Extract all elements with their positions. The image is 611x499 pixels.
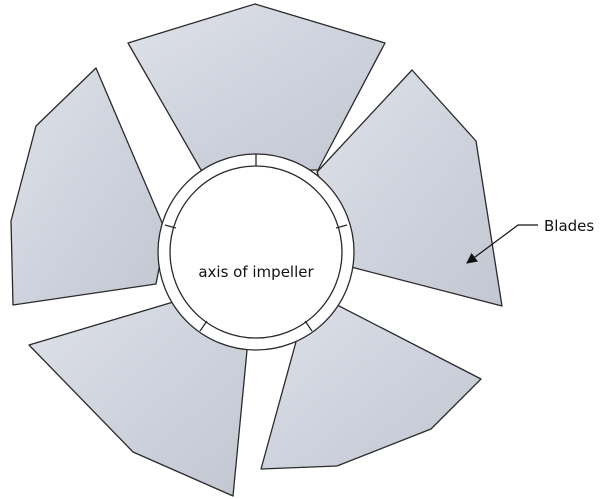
hub-ring-inner: [169, 165, 343, 339]
blade-bottom-right: [260, 290, 482, 470]
blade-left: [10, 67, 167, 306]
blades-leader-line: [466, 224, 538, 264]
hub-label: axis of impeller: [198, 263, 314, 281]
hub-tick-lower-right: [304, 320, 313, 332]
hub-tick-upper-right: [335, 224, 348, 229]
blades-label: Blades: [544, 217, 594, 235]
hub-tick-lower-left: [199, 320, 208, 332]
blade-top: [127, 3, 386, 171]
hub-tick-upper-left: [164, 224, 177, 229]
